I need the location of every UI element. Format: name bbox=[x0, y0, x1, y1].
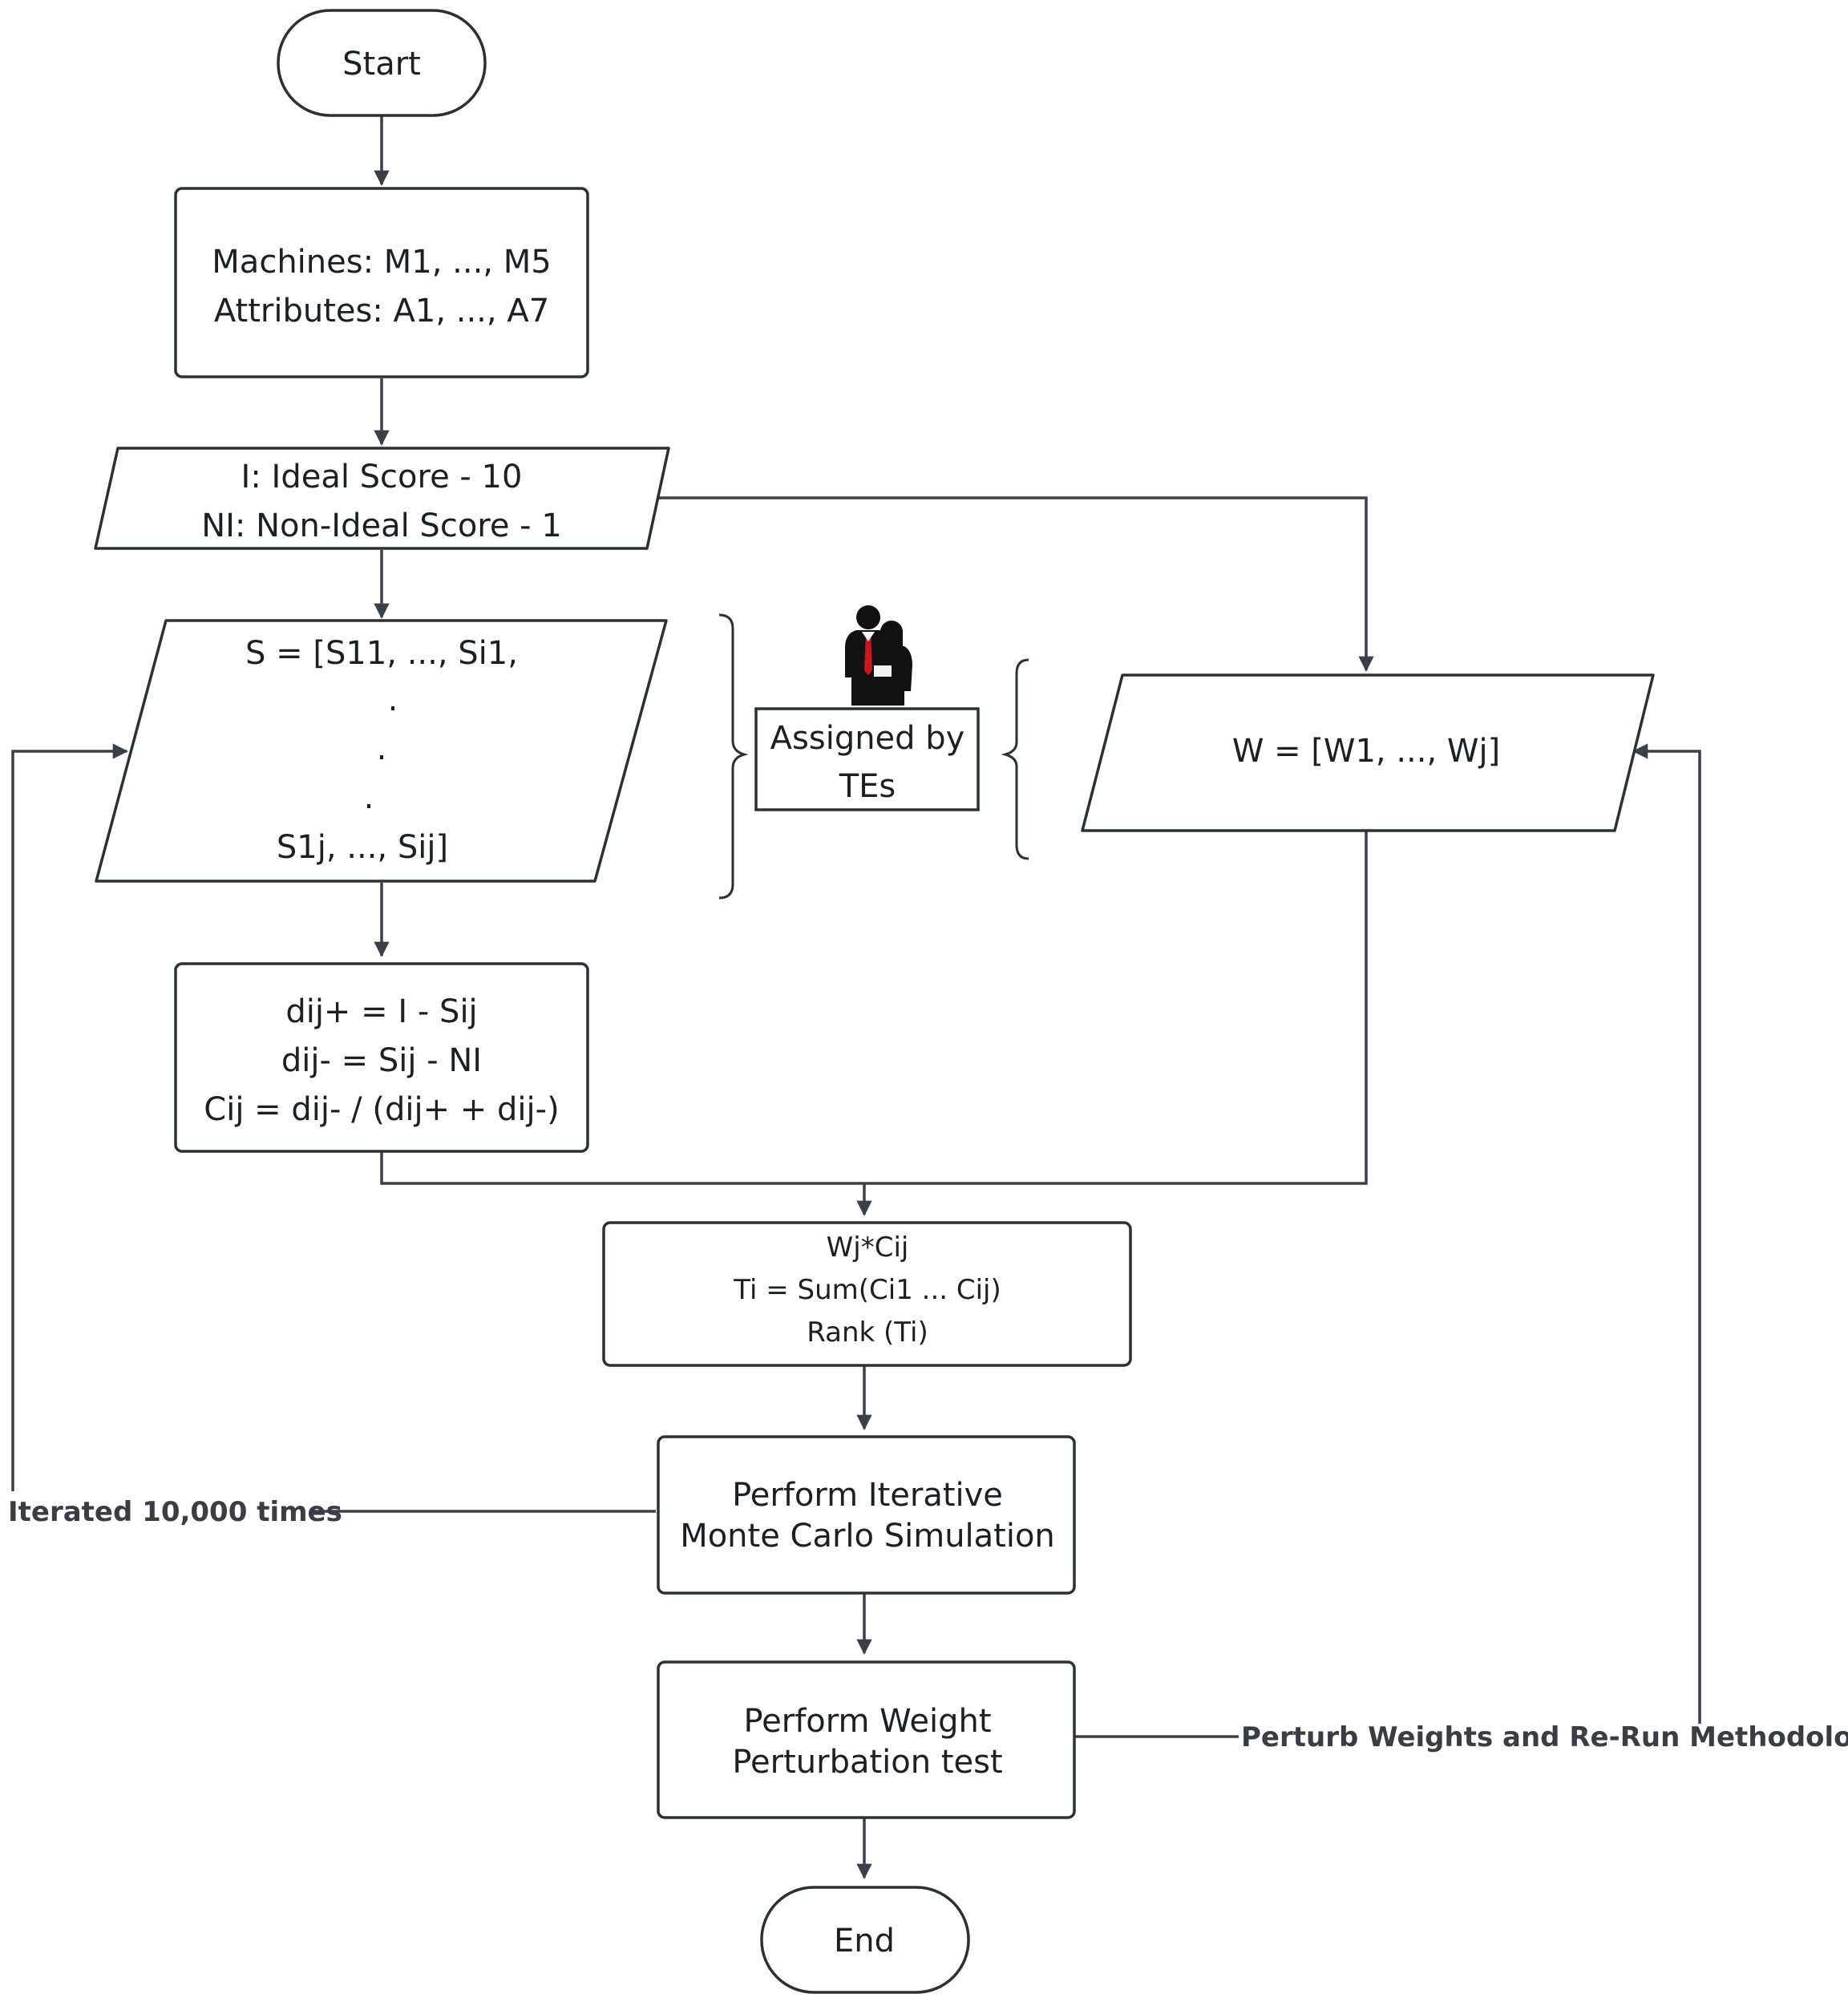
ranking-box: Wj*Cij Ti = Sum(Ci1 ... Cij) Rank (Ti) bbox=[602, 1221, 1132, 1367]
s-matrix-dot-2: . bbox=[377, 730, 387, 767]
start-label: Start bbox=[342, 46, 421, 83]
d-plus-formula: dij+ = I - Sij bbox=[285, 993, 477, 1030]
setup-machines-text: Machines: M1, ..., M5 bbox=[212, 244, 551, 281]
d-minus-formula: dij- = Sij - NI bbox=[281, 1042, 482, 1079]
left-curly-brace bbox=[718, 613, 749, 900]
s-matrix-bottom-text: S1j, ..., Sij] bbox=[277, 829, 448, 866]
start-node: Start bbox=[277, 9, 487, 117]
s-matrix-input: S = [S11, ..., Si1, . . . S1j, ..., Sij] bbox=[95, 619, 668, 883]
perturb-annotation: Perturb Weights and Re-Run Methodology bbox=[1241, 1721, 1848, 1753]
ideal-score-text: I: Ideal Score - 10 bbox=[241, 459, 523, 495]
right-curly-brace bbox=[1001, 658, 1029, 860]
weights-input: W = [W1, ..., Wj] bbox=[1081, 673, 1655, 832]
s-matrix-top-text: S = [S11, ..., Si1, bbox=[245, 635, 518, 672]
assigned-by-text: Assigned by bbox=[770, 720, 965, 757]
loop-arrow-to-weights bbox=[1632, 743, 1701, 1724]
arrow-scores-to-weights bbox=[659, 496, 1374, 672]
end-node: End bbox=[760, 1886, 970, 1994]
perturbation-line-2: Perturbation test bbox=[732, 1744, 1002, 1781]
perturbation-line-1: Perform Weight bbox=[743, 1703, 991, 1740]
connectors bbox=[11, 116, 1701, 1879]
people-icon bbox=[845, 605, 912, 706]
monte-carlo-line-1: Perform Iterative bbox=[732, 1477, 1003, 1514]
setup-box: Machines: M1, ..., M5 Attributes: A1, ..… bbox=[174, 187, 589, 378]
distances-box: dij+ = I - Sij dij- = Sij - NI Cij = dij… bbox=[174, 962, 589, 1153]
total-score-text: Ti = Sum(Ci1 ... Cij) bbox=[733, 1274, 1001, 1306]
closeness-formula: Cij = dij- / (dij+ + dij-) bbox=[204, 1091, 559, 1128]
s-matrix-dot-3: . bbox=[364, 779, 374, 816]
assigned-by-tes-box: Assigned by TEs bbox=[754, 707, 980, 811]
s-matrix-dot-1: . bbox=[388, 681, 398, 718]
weights-text: W = [W1, ..., Wj] bbox=[1232, 733, 1500, 770]
connector-distances-weights bbox=[380, 827, 1368, 1185]
setup-attributes-text: Attributes: A1, ..., A7 bbox=[214, 293, 549, 330]
rank-text: Rank (Ti) bbox=[807, 1316, 928, 1349]
scores-input: I: Ideal Score - 10 NI: Non-Ideal Score … bbox=[94, 447, 670, 550]
perturbation-box: Perform Weight Perturbation test bbox=[657, 1660, 1076, 1819]
end-label: End bbox=[834, 1923, 895, 1959]
weighted-score-text: Wj*Cij bbox=[827, 1231, 909, 1264]
iterated-annotation: Iterated 10,000 times bbox=[8, 1496, 342, 1528]
loop-arrow-to-smatrix bbox=[11, 743, 128, 1491]
monte-carlo-line-2: Monte Carlo Simulation bbox=[680, 1518, 1055, 1555]
monte-carlo-box: Perform Iterative Monte Carlo Simulation bbox=[657, 1435, 1076, 1595]
non-ideal-score-text: NI: Non-Ideal Score - 1 bbox=[201, 508, 562, 544]
tes-text: TEs bbox=[839, 768, 896, 805]
